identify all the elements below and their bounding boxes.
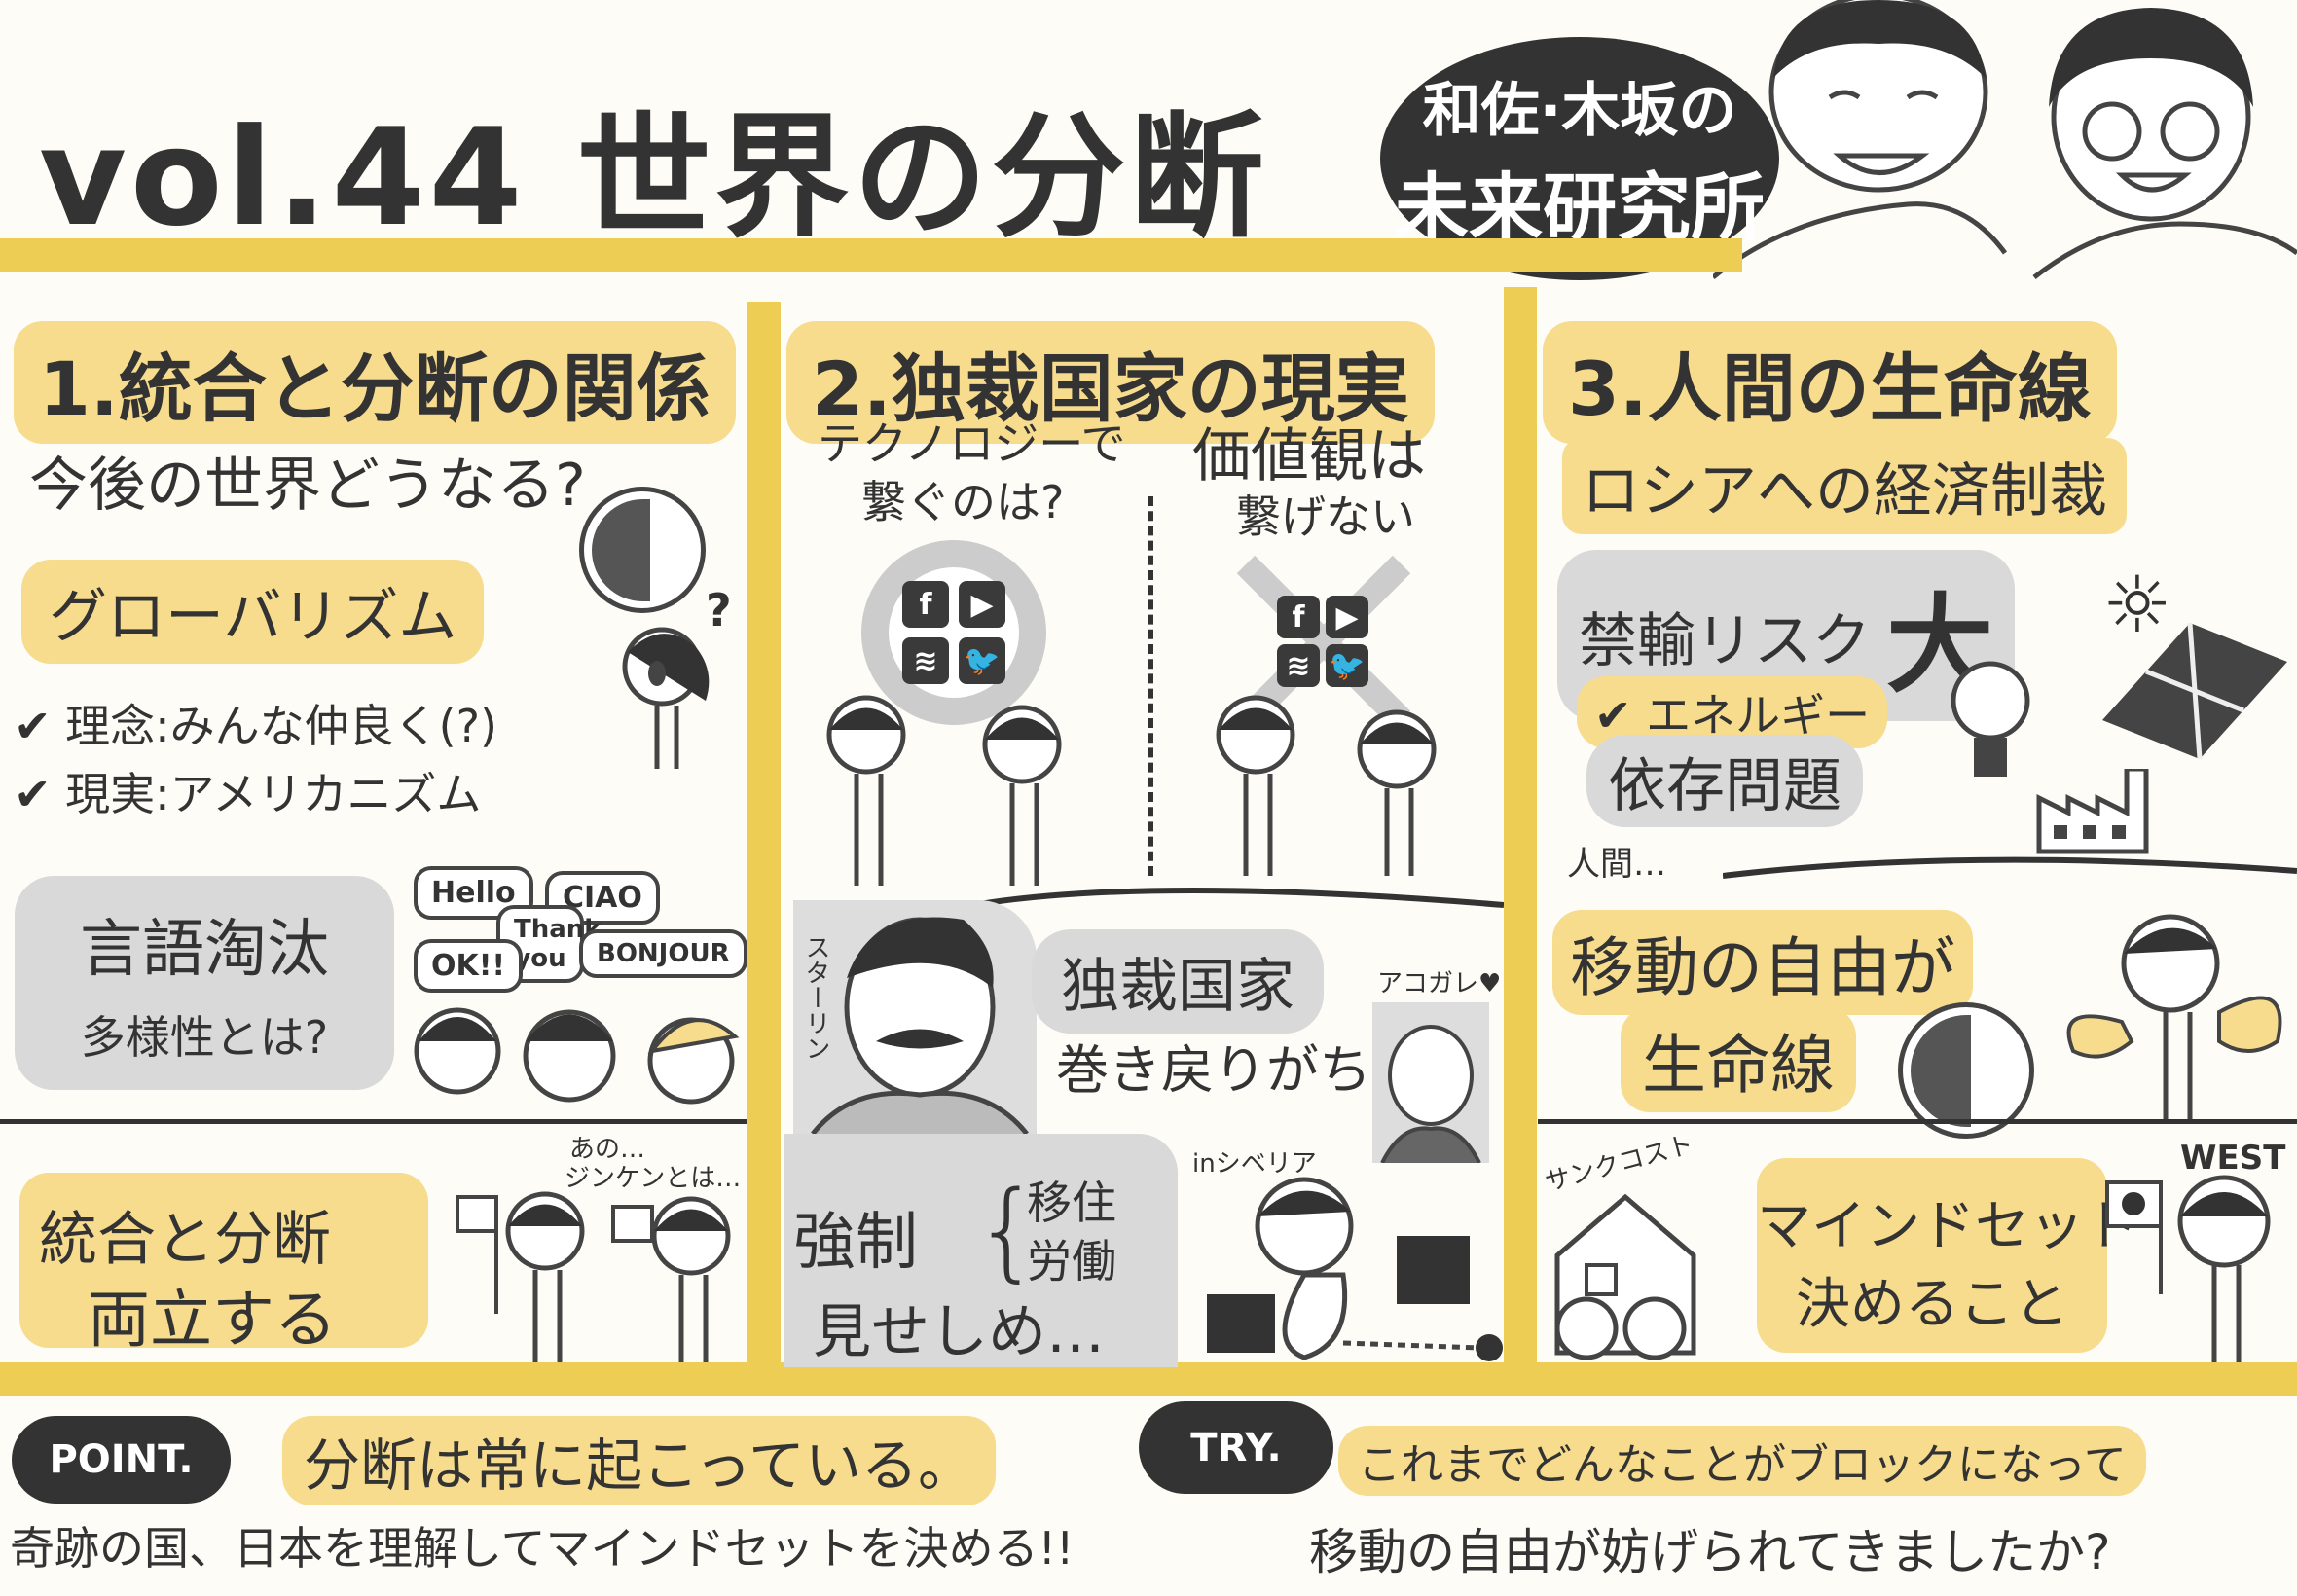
- freedom-label: 移動の自由が: [1552, 910, 1973, 1015]
- youtube-icon: ▶: [1326, 596, 1368, 638]
- section1-divider-line: [0, 1119, 747, 1124]
- globe-icon-2: [1898, 1002, 2034, 1139]
- light-bulb-icon: [1951, 661, 2030, 777]
- try-text-2: 移動の自由が妨げられてきましたか?: [1309, 1524, 2111, 1580]
- future-question: 今後の世界どうなる?: [29, 452, 586, 520]
- try-badge: TRY.: [1139, 1401, 1333, 1494]
- forced-labor: 労働: [1027, 1235, 1116, 1288]
- decide-label: 決めること: [1796, 1273, 2068, 1336]
- dashed-divider: [1148, 496, 1153, 876]
- diversity-question: 多様性とは?: [80, 1011, 329, 1064]
- globe-icon: [579, 487, 706, 613]
- youtube-icon: ▶: [959, 581, 1005, 628]
- sanctions-label: ロシアへの経済制裁: [1562, 438, 2127, 534]
- speech-human-rights: ジンケンとは…: [565, 1164, 742, 1193]
- diverse-people: [414, 1007, 740, 1105]
- twitter-icon: 🐦: [959, 637, 1005, 684]
- reality-item: ✔ 現実:アメリカニズム: [14, 768, 482, 820]
- mindset-label: マインドセット: [1757, 1195, 2138, 1258]
- ground-line-3: [1723, 856, 2297, 879]
- hello-bubble: Hello: [414, 866, 533, 920]
- values-line2: 繋げない: [1236, 490, 1415, 543]
- mindset-box: マインドセット 決めること: [1757, 1158, 2138, 1353]
- ground-line-2: [973, 888, 1504, 908]
- flag-people: [456, 1191, 731, 1362]
- ideal-item: ✔ 理念:みんな仲良く(?): [14, 700, 497, 752]
- sns-icons-blocked: f ▶ ≋ 🐦: [1236, 555, 1411, 730]
- surprised-person: [622, 627, 710, 769]
- page-title: vol.44 世界の分断: [39, 99, 1268, 256]
- flying-person: [2066, 914, 2282, 1119]
- portrait-illustration: [811, 917, 1029, 1136]
- energy-label: エネルギー: [1646, 689, 1871, 742]
- cross-icon: [1236, 555, 1411, 730]
- section2-title: 2.独裁国家の現実: [786, 321, 1435, 444]
- hosts-illustration: [1713, 0, 2297, 279]
- point-text-1: 分断は常に起こっている。: [282, 1416, 997, 1505]
- rss-icon: ≋: [902, 637, 949, 684]
- section1-title: 1.統合と分断の関係: [14, 321, 736, 444]
- rewind-text: 巻き戻りがち: [1056, 1039, 1371, 1101]
- dictatorship-box: 独裁国家: [1032, 929, 1324, 1034]
- forced-label: 強制: [793, 1207, 918, 1279]
- sun-icon: ☼: [2102, 560, 2172, 650]
- globalism-label: グローバリズム: [21, 560, 485, 664]
- reality-text: 現実:アメリカニズム: [65, 768, 482, 820]
- solar-panel-icon: [2102, 622, 2287, 759]
- dictatorship-label: 独裁国家: [1061, 953, 1294, 1021]
- ok-bubble: OK!!: [414, 939, 524, 993]
- putin-portrait: [1372, 1002, 1489, 1163]
- bonjour-bubble: BONJOUR: [579, 929, 747, 978]
- facebook-icon: f: [902, 581, 949, 628]
- lab-name-line2: 未来研究所: [1395, 163, 1765, 251]
- rss-icon: ≋: [1277, 644, 1320, 687]
- question-mark: ?: [706, 584, 732, 636]
- point-badge: POINT.: [12, 1416, 231, 1504]
- tech-line1: テクノロジーで: [818, 417, 1126, 470]
- example-text: 見せしめ…: [813, 1298, 1105, 1366]
- language-elimination: 言語淘汰: [80, 914, 329, 986]
- lifeline-label: 生命線: [1621, 1007, 1856, 1112]
- language-box: 言語淘汰 多様性とは?: [15, 876, 394, 1090]
- coexist-text: 両立する: [88, 1285, 337, 1357]
- values-people: [1216, 695, 1437, 876]
- forced-migration: 移住: [1027, 1177, 1116, 1229]
- forced-box: [784, 1134, 1178, 1367]
- point-text-2: 奇跡の国、日本を理解してマインドセットを決める!!: [10, 1522, 1075, 1575]
- twitter-icon: 🐦: [1326, 644, 1368, 687]
- footer-divider: [0, 1362, 2297, 1396]
- tech-line2: 繋ぐのは?: [861, 476, 1065, 528]
- coexist-box: 統合と分断 両立する: [19, 1173, 428, 1357]
- embargo-label: 禁輸リスク: [1579, 606, 1871, 675]
- laborer-illustration: [1207, 1177, 1503, 1361]
- sns-icons-connected: f ▶ ≋ 🐦: [861, 540, 1046, 725]
- flag-person-japan: [2105, 1175, 2271, 1362]
- dependency-label: 依存問題: [1586, 735, 1863, 827]
- human-label: 人間…: [1567, 845, 1666, 884]
- section3-title: 3.人間の生命線: [1543, 321, 2117, 444]
- section3-divider-line: [1538, 1119, 2297, 1124]
- tech-people: [826, 695, 1062, 886]
- speech-ano: あの…: [569, 1135, 646, 1164]
- west-label: WEST: [2180, 1139, 2286, 1178]
- siberia-label: inシベリア: [1192, 1149, 1317, 1179]
- stalin-label: スターリン: [801, 934, 830, 1061]
- factory-icon: [2036, 769, 2149, 854]
- ideal-text: 理念:みんな仲良く(?): [65, 700, 497, 752]
- values-line1: 価値観は: [1192, 422, 1426, 490]
- header-divider: [0, 238, 1742, 272]
- column-divider-2: [1504, 287, 1537, 1362]
- admiration-label: アコガレ♥: [1377, 969, 1502, 998]
- facebook-icon: f: [1277, 596, 1320, 638]
- house-family: [1554, 1193, 1696, 1360]
- try-text-1: これまでどんなことがブロックになって: [1338, 1426, 2146, 1496]
- lab-name-line1: 和佐·木坂の: [1422, 76, 1737, 145]
- column-divider-1: [747, 302, 781, 1362]
- stalin-portrait: [793, 900, 1037, 1136]
- brace-icon: {: [973, 1168, 1041, 1292]
- integration-division: 統合と分断: [39, 1206, 331, 1274]
